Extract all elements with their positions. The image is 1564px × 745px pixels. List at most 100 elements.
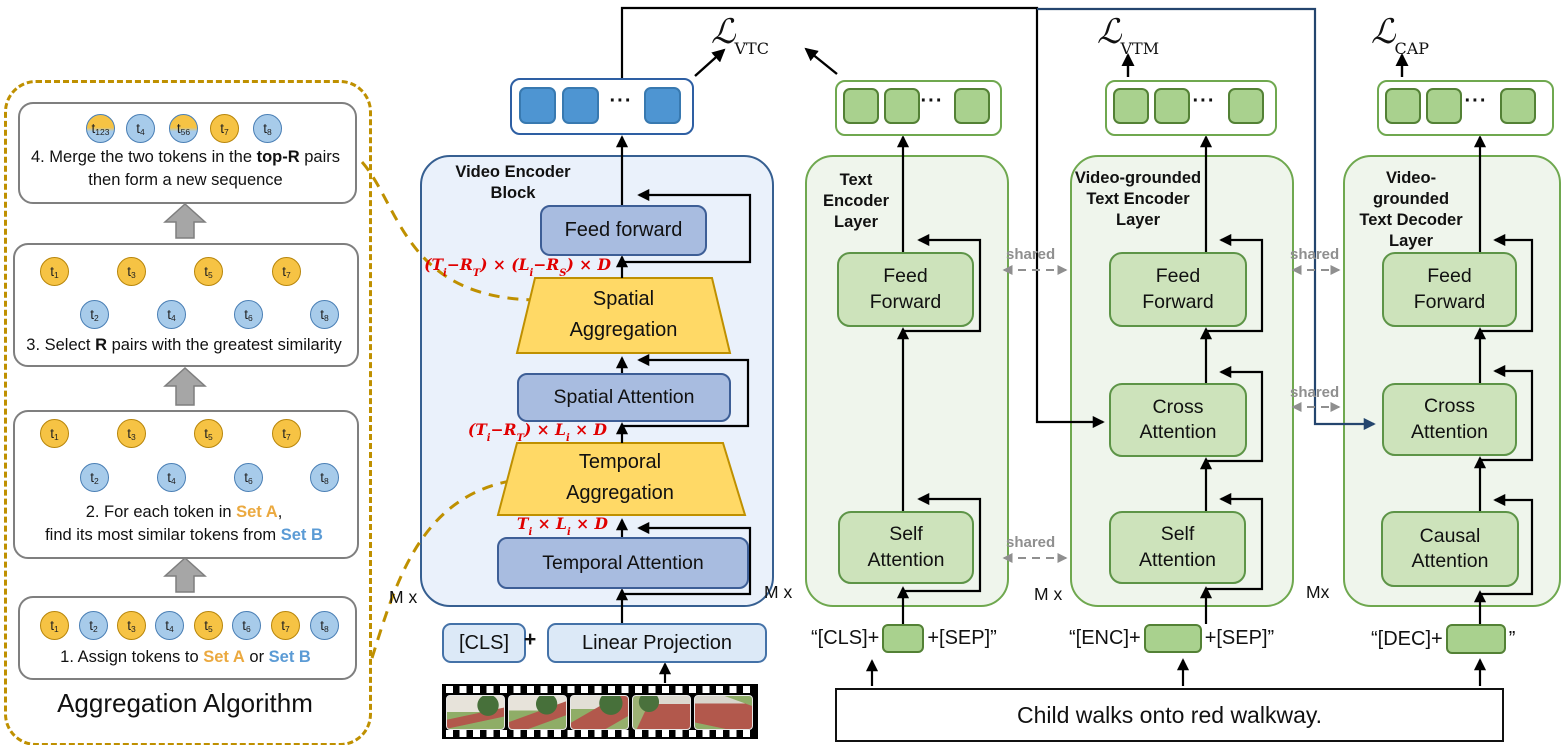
linear-projection-box: Linear Projection — [547, 623, 767, 663]
step2-box — [13, 410, 359, 559]
ellipsis: ··· — [920, 90, 944, 112]
vg-text-decoder-flow — [1473, 135, 1534, 624]
video-frame — [694, 695, 753, 730]
text-encoder-feed-forward: Feed Forward — [837, 252, 974, 327]
text-token — [954, 88, 990, 124]
text-encoder-self-attention: Self Attention — [838, 511, 974, 584]
video-encoder-title: Video Encoder Block — [455, 163, 571, 202]
text-token — [1228, 88, 1264, 124]
ellipsis: ··· — [609, 90, 633, 112]
dims-after-temporal-agg: (Ti−RT) × Li × D — [467, 420, 607, 445]
video-frame — [508, 695, 567, 730]
text-encoder-input: “[CLS]+ +[SEP]” — [811, 624, 997, 653]
temporal-aggregation-label: Temporal Aggregation — [566, 451, 674, 504]
shared-label: shared — [1290, 384, 1340, 401]
vg-text-decoder-title: Video-grounded Text Decoder Layer — [1359, 169, 1463, 250]
video-frame — [570, 695, 629, 730]
input-token-box — [882, 624, 925, 653]
text-encoder-title: Text Encoder Layer — [822, 171, 890, 231]
vg-text-encoder-title: Video-grounded Text Encoder Layer — [1074, 169, 1202, 229]
vg-text-encoder-self-attention: Self Attention — [1109, 511, 1246, 584]
step1-caption: 1. Assign tokens to Set A or Set B — [60, 648, 311, 666]
plus-sign: + — [524, 628, 537, 651]
caption-box: Child walks onto red walkway. — [835, 688, 1504, 742]
text-token — [884, 88, 920, 124]
spatial-aggregation-trapezoid — [515, 277, 732, 354]
text-token — [843, 88, 879, 124]
vg-text-decoder-repeat-label: Mx — [1306, 582, 1330, 602]
caption-text: Child walks onto red walkway. — [1016, 701, 1323, 728]
aggregation-panel-title: Aggregation Algorithm — [57, 688, 313, 718]
vg-text-decoder-input: “[DEC]+ ” — [1371, 624, 1515, 654]
aggregation-panel — [4, 80, 372, 745]
video-token — [519, 87, 556, 124]
vg-text-encoder-feed-forward: Feed Forward — [1109, 252, 1247, 327]
temporal-aggregation-trapezoid — [496, 442, 747, 516]
loss-arrows — [694, 47, 1409, 77]
step-up-arrows — [163, 202, 207, 593]
video-frame — [446, 695, 505, 730]
dims-after-spatial-agg: (Ti−RT) × (Li−RS) × D — [424, 255, 611, 280]
vg-text-decoder-causal-attention: Causal Attention — [1381, 511, 1519, 587]
step2-caption-line1: 2. For each token in Set A, — [85, 503, 283, 521]
shared-weight-arrows — [1002, 265, 1341, 563]
vg-text-encoder-repeat-label: M x — [1034, 584, 1063, 604]
film-strip — [442, 684, 758, 739]
aggregation-trapezoids — [496, 277, 747, 516]
step3-caption: 3. Select R pairs with the greatest simi… — [26, 336, 342, 354]
caption-to-input-arrows — [865, 658, 1487, 686]
video-frame — [632, 695, 691, 730]
shared-label: shared — [1006, 246, 1056, 263]
video-to-decoder-line — [1037, 7, 1376, 431]
vg-text-decoder-feed-forward: Feed Forward — [1382, 252, 1517, 327]
step3-box — [13, 243, 359, 367]
input-token-box — [1143, 624, 1202, 653]
dims-input: Ti × Li × D — [516, 514, 608, 539]
shared-label: shared — [1006, 534, 1056, 551]
vg-text-decoder-cross-attention: Cross Attention — [1382, 383, 1517, 456]
step1-box — [18, 596, 357, 680]
panel-to-trapezoid-connectors — [360, 161, 541, 659]
loss-cap: ℒCAP — [1371, 12, 1430, 59]
loss-vtc: ℒVTC — [711, 12, 769, 59]
step4-caption-line1: 4. Merge the two tokens in the top-R pai… — [30, 148, 341, 166]
cls-token-box: [CLS] — [442, 623, 526, 663]
step2-caption-line2: find its most similar tokens from Set B — [45, 526, 323, 544]
ellipsis: ··· — [1464, 90, 1488, 112]
text-token — [1154, 88, 1190, 124]
vg-text-encoder-flow — [1199, 135, 1264, 624]
input-token-box — [1445, 624, 1506, 654]
step4-caption-line2: then form a new sequence — [88, 171, 283, 189]
temporal-attention-box: Temporal Attention — [497, 537, 749, 589]
loss-vtm: ℒVTM — [1097, 12, 1160, 59]
text-token — [1113, 88, 1149, 124]
text-encoder-flow — [896, 135, 982, 624]
video-token — [562, 87, 599, 124]
